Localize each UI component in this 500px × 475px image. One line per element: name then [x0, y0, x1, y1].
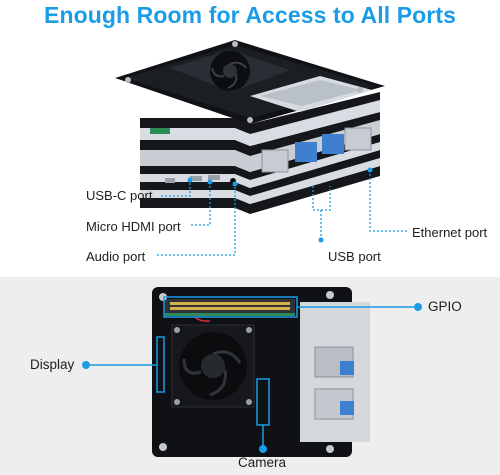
- board-top-view: [82, 287, 422, 457]
- label-audio-port: Audio port: [86, 249, 146, 264]
- callout-lines-top: [157, 170, 408, 256]
- case-layers: [115, 40, 385, 214]
- label-ethernet-port: Ethernet port: [412, 225, 488, 240]
- page-title: Enough Room for Access to All Ports: [44, 2, 456, 28]
- label-usb-port: USB port: [328, 249, 381, 264]
- label-gpio: GPIO: [428, 299, 462, 314]
- label-camera: Camera: [238, 455, 287, 470]
- label-display: Display: [30, 357, 75, 372]
- cooling-fan-icon: [201, 354, 225, 378]
- callout-dots-top: [187, 167, 373, 243]
- callout-dots-bottom: [82, 303, 422, 453]
- label-micro-hdmi-port: Micro HDMI port: [86, 219, 181, 234]
- case-illustration: [115, 40, 408, 256]
- label-usb-c-port: USB-C port: [86, 188, 153, 203]
